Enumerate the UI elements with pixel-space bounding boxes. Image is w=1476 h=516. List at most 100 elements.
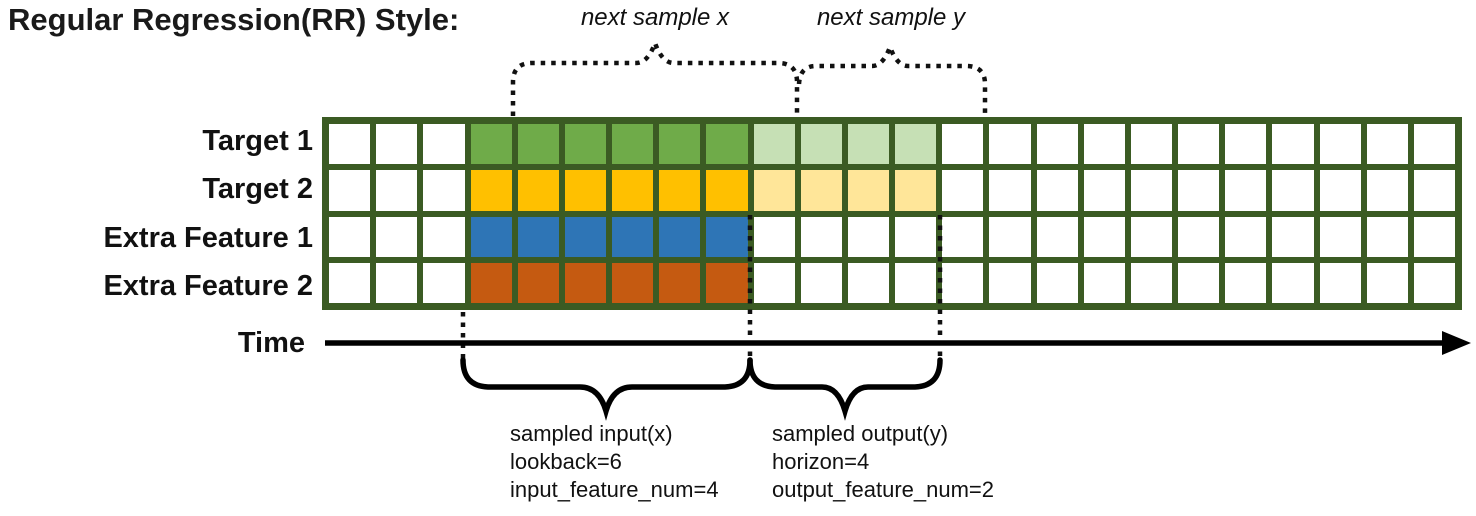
grid-cell	[942, 216, 984, 257]
grid-cell	[612, 170, 654, 211]
timeseries-grid	[322, 117, 1462, 310]
grid-cell	[800, 124, 842, 165]
grid-cell	[517, 170, 559, 211]
grid-cell	[1272, 216, 1314, 257]
input-feature-num-value: input_feature_num=4	[510, 477, 719, 502]
grid-cell	[989, 216, 1031, 257]
grid-cell	[423, 216, 465, 257]
grid-cell	[1413, 124, 1455, 165]
next-sample-x-brace	[510, 36, 800, 116]
grid-cell	[564, 124, 606, 165]
grid-cell	[423, 170, 465, 211]
grid-cell	[800, 216, 842, 257]
grid-cell	[612, 262, 654, 303]
grid-cell	[1319, 262, 1361, 303]
grid-cell	[847, 216, 889, 257]
row-label-extra-feature-1: Extra Feature 1	[103, 222, 313, 254]
grid-cell	[470, 262, 512, 303]
sampled-input-brace	[460, 357, 753, 421]
grid-cell	[1083, 262, 1125, 303]
grid-cell	[847, 170, 889, 211]
grid-cell	[470, 124, 512, 165]
grid-cell	[753, 124, 795, 165]
grid-cell	[564, 216, 606, 257]
grid-cell	[1272, 170, 1314, 211]
grid-cell	[376, 216, 418, 257]
grid-cell	[659, 170, 701, 211]
grid-cell	[1366, 262, 1408, 303]
grid-cell	[847, 124, 889, 165]
grid-cell	[1083, 216, 1125, 257]
grid-cell	[329, 170, 371, 211]
grid-cell	[1225, 262, 1267, 303]
row-label-extra-feature-2: Extra Feature 2	[103, 270, 313, 302]
output-feature-num-value: output_feature_num=2	[772, 477, 995, 502]
grid-cell	[706, 216, 748, 257]
grid-cell	[517, 124, 559, 165]
next-sample-y-label: next sample y	[816, 4, 966, 31]
sampled-output-brace	[747, 357, 943, 421]
grid-cell	[895, 124, 937, 165]
grid-cell	[1366, 216, 1408, 257]
grid-cell	[564, 262, 606, 303]
sampled-output-title: sampled output(y)	[772, 421, 949, 446]
grid-cell	[329, 124, 371, 165]
grid-cell	[942, 124, 984, 165]
grid-cell	[800, 170, 842, 211]
grid-cell	[1036, 262, 1078, 303]
grid-cell	[1272, 124, 1314, 165]
grid-cell	[1272, 262, 1314, 303]
grid-cell	[753, 216, 795, 257]
grid-cell	[470, 216, 512, 257]
grid-cell	[1366, 170, 1408, 211]
grid-cell	[1225, 170, 1267, 211]
grid-cell	[612, 124, 654, 165]
grid-cell	[1083, 170, 1125, 211]
grid-cell	[659, 216, 701, 257]
grid-cell	[1130, 124, 1172, 165]
sampled-input-title: sampled input(x)	[510, 421, 673, 446]
grid-cell	[1225, 124, 1267, 165]
lookback-value: lookback=6	[510, 449, 622, 474]
grid-cell	[847, 262, 889, 303]
horizon-value: horizon=4	[772, 449, 870, 474]
grid-cell	[517, 216, 559, 257]
next-sample-y-brace	[796, 40, 988, 116]
grid-cell	[659, 262, 701, 303]
sampled-output-info: sampled output(y) horizon=4 output_featu…	[772, 420, 994, 504]
grid-cell	[423, 124, 465, 165]
grid-cell	[1225, 216, 1267, 257]
sampled-input-info: sampled input(x) lookback=6 input_featur…	[510, 420, 719, 504]
grid-cell	[753, 170, 795, 211]
grid-cell	[1413, 216, 1455, 257]
grid-cell	[1319, 124, 1361, 165]
grid-cell	[1036, 124, 1078, 165]
grid-cell	[942, 170, 984, 211]
grid-cell	[376, 124, 418, 165]
grid-cell	[1036, 216, 1078, 257]
grid-cell	[1366, 124, 1408, 165]
grid-cell	[423, 262, 465, 303]
grid-cell	[470, 170, 512, 211]
grid-cell	[1413, 170, 1455, 211]
grid-cell	[753, 262, 795, 303]
grid-cell	[1178, 216, 1220, 257]
grid-cell	[989, 262, 1031, 303]
row-label-target-2: Target 2	[202, 173, 313, 205]
grid-cell	[942, 262, 984, 303]
grid-cell	[329, 216, 371, 257]
grid-cell	[706, 262, 748, 303]
grid-cell	[895, 262, 937, 303]
grid-cell	[329, 262, 371, 303]
grid-cell	[706, 170, 748, 211]
grid-cell	[895, 216, 937, 257]
grid-cell	[1319, 216, 1361, 257]
time-axis-arrowhead	[1442, 331, 1471, 355]
grid-cell	[376, 262, 418, 303]
grid-cell	[1083, 124, 1125, 165]
grid-cell	[1130, 170, 1172, 211]
grid-cell	[989, 170, 1031, 211]
grid-cell	[1130, 216, 1172, 257]
grid-cell	[989, 124, 1031, 165]
